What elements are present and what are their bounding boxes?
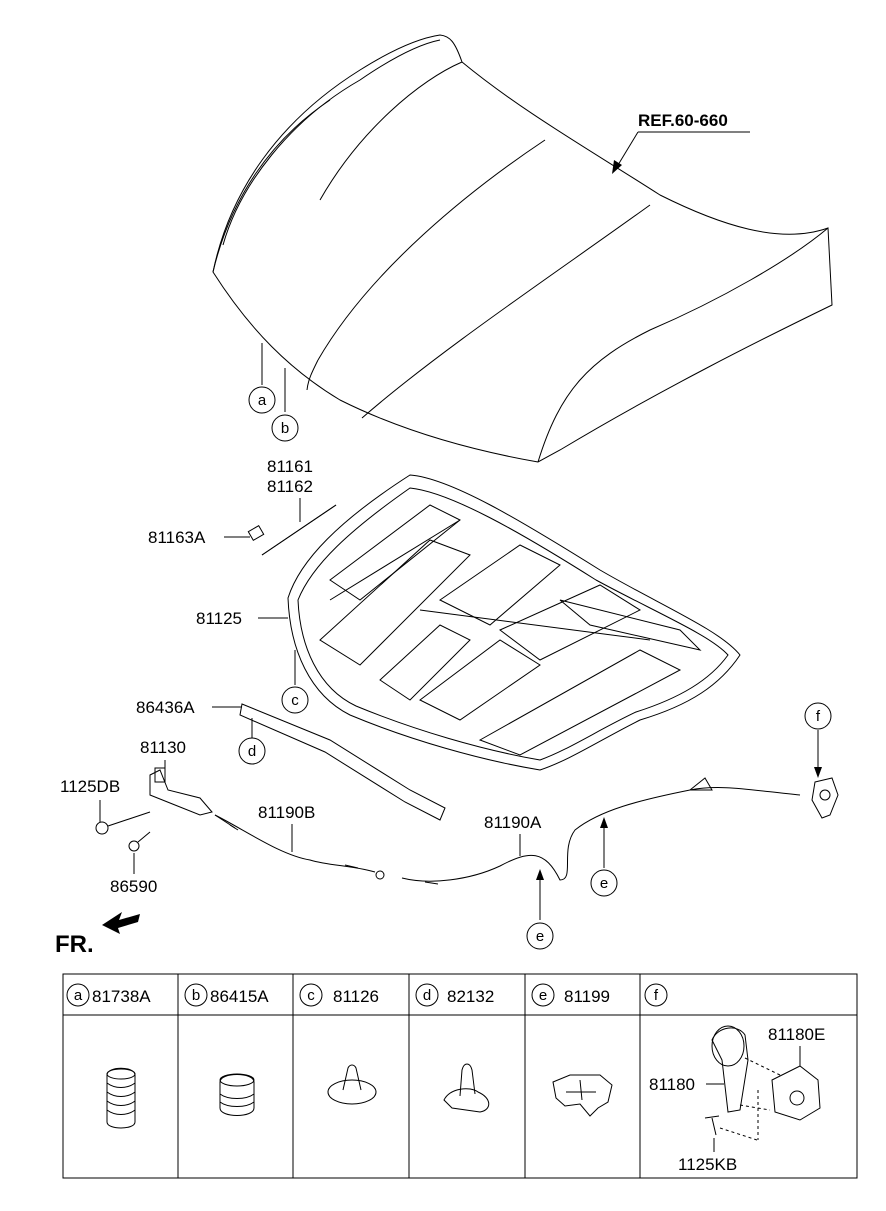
label-86436A: 86436A [136,698,195,717]
label-81125: 81125 [196,609,242,628]
reference-label: REF.60-660 [638,111,728,130]
callout-e-1[interactable]: e [526,922,554,950]
hood-seal [239,703,446,821]
callout-a[interactable]: a [248,386,276,414]
reference-callout[interactable]: REF.60-660 [612,111,750,174]
front-label: FR. [55,931,94,958]
callout-b[interactable]: b [271,414,299,442]
legend-icon-86415A [219,1073,255,1116]
callout-d[interactable]: d [238,737,266,765]
legend-header-f: f [644,983,668,1007]
callout-b-text: b [281,420,289,437]
callout-e-2-text: e [600,875,608,892]
hood-insulator [287,474,741,771]
callout-d-text: d [248,743,256,760]
label-81190B: 81190B [258,803,315,822]
label-1125KB: 1125KB [678,1155,737,1174]
callout-a-text: a [258,392,267,409]
legend-header-c: c 81126 [299,983,379,1007]
hood-lift-strut [247,504,337,556]
legend-part-b: 86415A [210,987,269,1006]
legend-key-a: a [74,987,83,1004]
label-81163A: 81163A [148,528,206,547]
callout-f[interactable]: f [804,702,832,730]
callout-f-text: f [816,708,821,725]
legend-key-b: b [192,987,200,1004]
legend-key-d: d [423,987,431,1004]
callout-c[interactable]: c [281,686,309,714]
legend-header-b: b 86415A [184,983,269,1007]
hood-release-handle [811,777,839,819]
label-81161: 81161 [267,457,313,476]
legend-table [62,973,858,1179]
legend-part-e: 81199 [564,987,610,1006]
label-81180: 81180 [649,1075,695,1094]
label-81180E: 81180E [768,1025,825,1044]
label-1125DB: 1125DB [60,777,120,796]
legend-icon-81738A [106,1067,136,1129]
legend-header-d: d 82132 [415,983,494,1007]
legend-icon-81199 [552,1074,613,1117]
cable-81190A [401,777,801,885]
legend-key-e: e [539,987,547,1004]
callout-c-text: c [291,692,299,709]
nut-86590 [128,831,151,852]
cable-81190B [214,814,385,880]
callout-e-2[interactable]: e [590,869,618,897]
front-arrow-icon [102,912,140,934]
label-86590: 86590 [110,877,157,896]
legend-icon-82132 [443,1063,490,1113]
legend-header-a: a 81738A [66,983,151,1007]
legend-part-a: 81738A [92,987,151,1006]
label-81162: 81162 [267,477,313,496]
label-81190A: 81190A [484,813,542,832]
legend-part-d: 82132 [447,987,494,1006]
legend-key-c: c [307,987,315,1004]
legend-header-e: e 81199 [531,983,610,1007]
bolt-1125DB [95,811,151,835]
front-direction-indicator: FR. [55,912,140,958]
callout-e-1-text: e [536,928,544,945]
hood-latch [149,767,213,816]
legend-part-c: 81126 [333,987,379,1006]
hood-panel [212,34,833,463]
legend-key-f: f [654,987,659,1004]
legend-icon-81126 [327,1064,377,1105]
label-81130: 81130 [140,738,186,757]
